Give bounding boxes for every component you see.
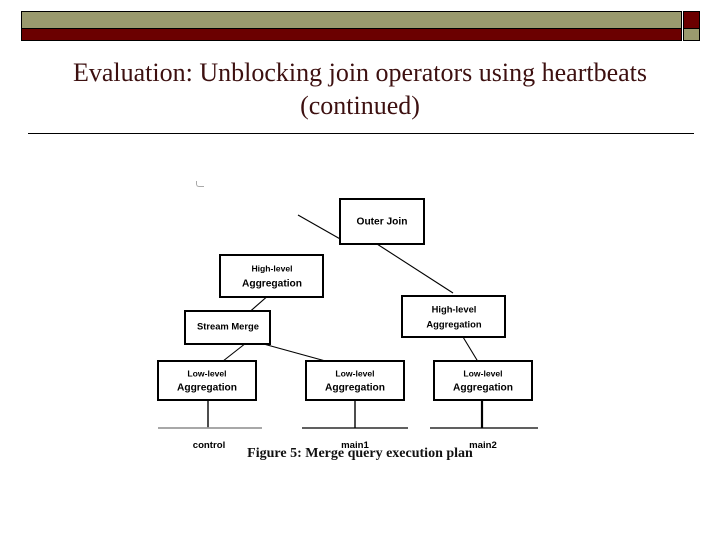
scan-artifact-mark (196, 181, 204, 187)
node-high-level-right-label-line2: Aggregation (426, 318, 481, 329)
source-stem-group (207, 400, 484, 428)
query-plan-figure: Outer Join High-level Aggregation High-l… (150, 165, 570, 485)
figure-caption: Figure 5: Merge query execution plan (247, 446, 473, 461)
header-corner-square-olive (683, 28, 700, 41)
header-bar-maroon (21, 28, 682, 41)
node-low-level-1-label-line1: Low-level (187, 368, 226, 378)
node-high-level-aggregation-left[interactable]: High-level Aggregation (219, 254, 324, 298)
node-high-level-left-label-line2: Aggregation (242, 279, 302, 290)
source-label-control: control (193, 440, 226, 451)
node-high-level-right-box (401, 295, 506, 338)
source-label-main2: main2 (469, 440, 497, 451)
node-high-level-left-label-line1: High-level (251, 263, 292, 273)
node-outer-join-box (339, 198, 425, 245)
node-low-level-3-label-line1: Low-level (463, 368, 502, 378)
node-low-level-1-box (157, 360, 257, 401)
source-label-main1: main1 (341, 440, 369, 451)
node-low-level-2-label-line1: Low-level (335, 368, 374, 378)
node-high-level-aggregation-right[interactable]: High-level Aggregation (401, 295, 506, 338)
node-stream-merge-label: Stream Merge (197, 320, 259, 331)
slide-header-decoration (0, 0, 720, 46)
node-low-level-1-label-line2: Aggregation (177, 383, 237, 394)
node-low-level-aggregation-3[interactable]: Low-level Aggregation (433, 360, 533, 401)
header-corner-square-maroon (683, 11, 700, 29)
edge-outerjoin-to-highlevel-right (376, 243, 454, 294)
node-low-level-aggregation-1[interactable]: Low-level Aggregation (157, 360, 257, 401)
node-low-level-3-box (433, 360, 533, 401)
node-high-level-left-box (219, 254, 324, 298)
node-low-level-aggregation-2[interactable]: Low-level Aggregation (305, 360, 405, 401)
node-stream-merge[interactable]: Stream Merge (184, 310, 271, 345)
node-stream-merge-box (184, 310, 271, 345)
slide-title: Evaluation: Unblocking join operators us… (72, 58, 648, 120)
node-high-level-right-label-line1: High-level (432, 303, 477, 314)
node-low-level-3-label-line2: Aggregation (453, 383, 513, 394)
title-divider-rule (28, 133, 694, 134)
query-plan-diagram: Outer Join High-level Aggregation High-l… (157, 198, 538, 451)
node-outer-join[interactable]: Outer Join (339, 198, 425, 245)
node-low-level-2-label-line2: Aggregation (325, 383, 385, 394)
header-bar-olive (21, 11, 682, 29)
node-outer-join-label: Outer Join (357, 217, 408, 228)
node-low-level-2-box (305, 360, 405, 401)
